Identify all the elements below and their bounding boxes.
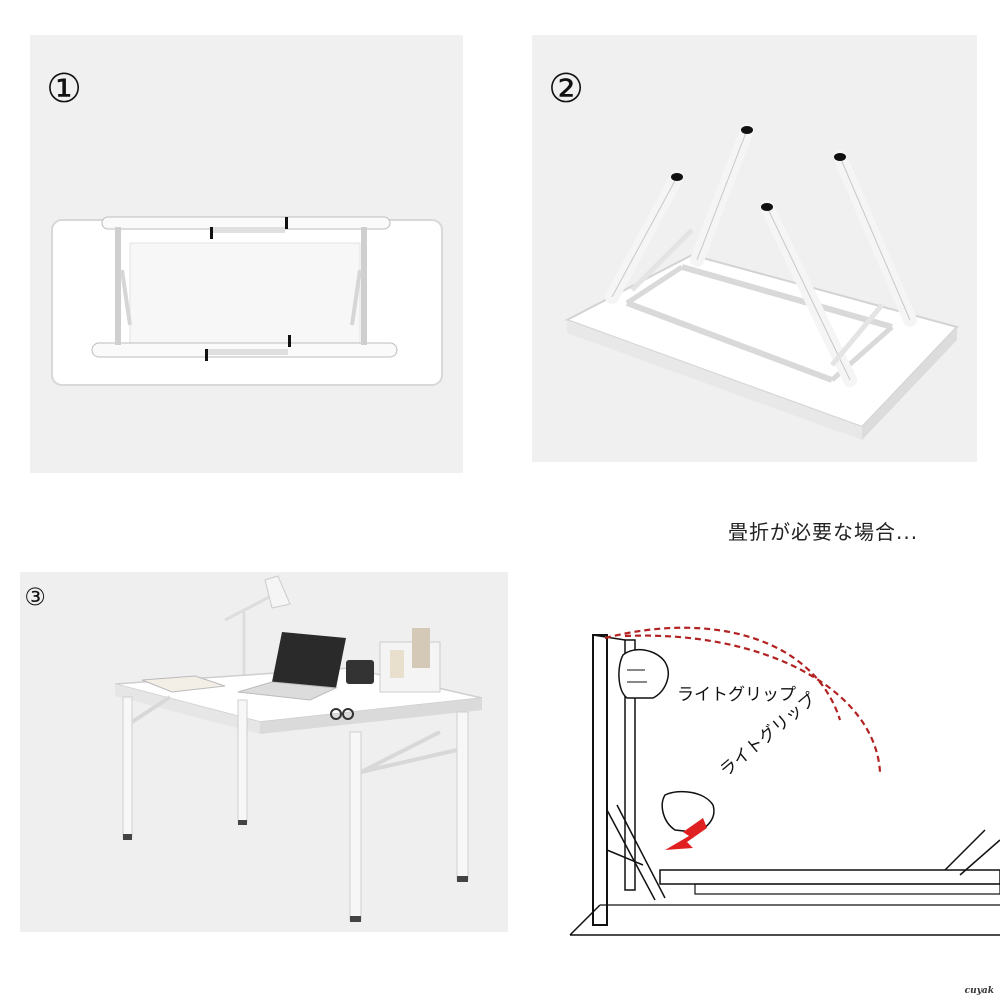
step-2-panel: ② [532, 35, 977, 462]
step-1-number: ① [46, 66, 82, 112]
upside-down-table-illustration [564, 123, 959, 440]
step-3-panel: ③ [20, 572, 508, 932]
step-3-number: ③ [24, 583, 46, 611]
grip-label-upper: ライトグリップ [677, 685, 796, 705]
folded-table-illustration [51, 216, 443, 386]
desk-scene-illustration [114, 575, 483, 922]
grip-release-diagram [569, 626, 1000, 936]
step-2-number: ② [548, 66, 584, 112]
folding-note-title: 畳折が必要な場合... [728, 520, 919, 544]
release-diagram-panel: ライトグリップ ライトグリップ [565, 600, 1000, 960]
step-1-panel: ① [30, 35, 463, 473]
watermark: cuyak [964, 986, 994, 996]
